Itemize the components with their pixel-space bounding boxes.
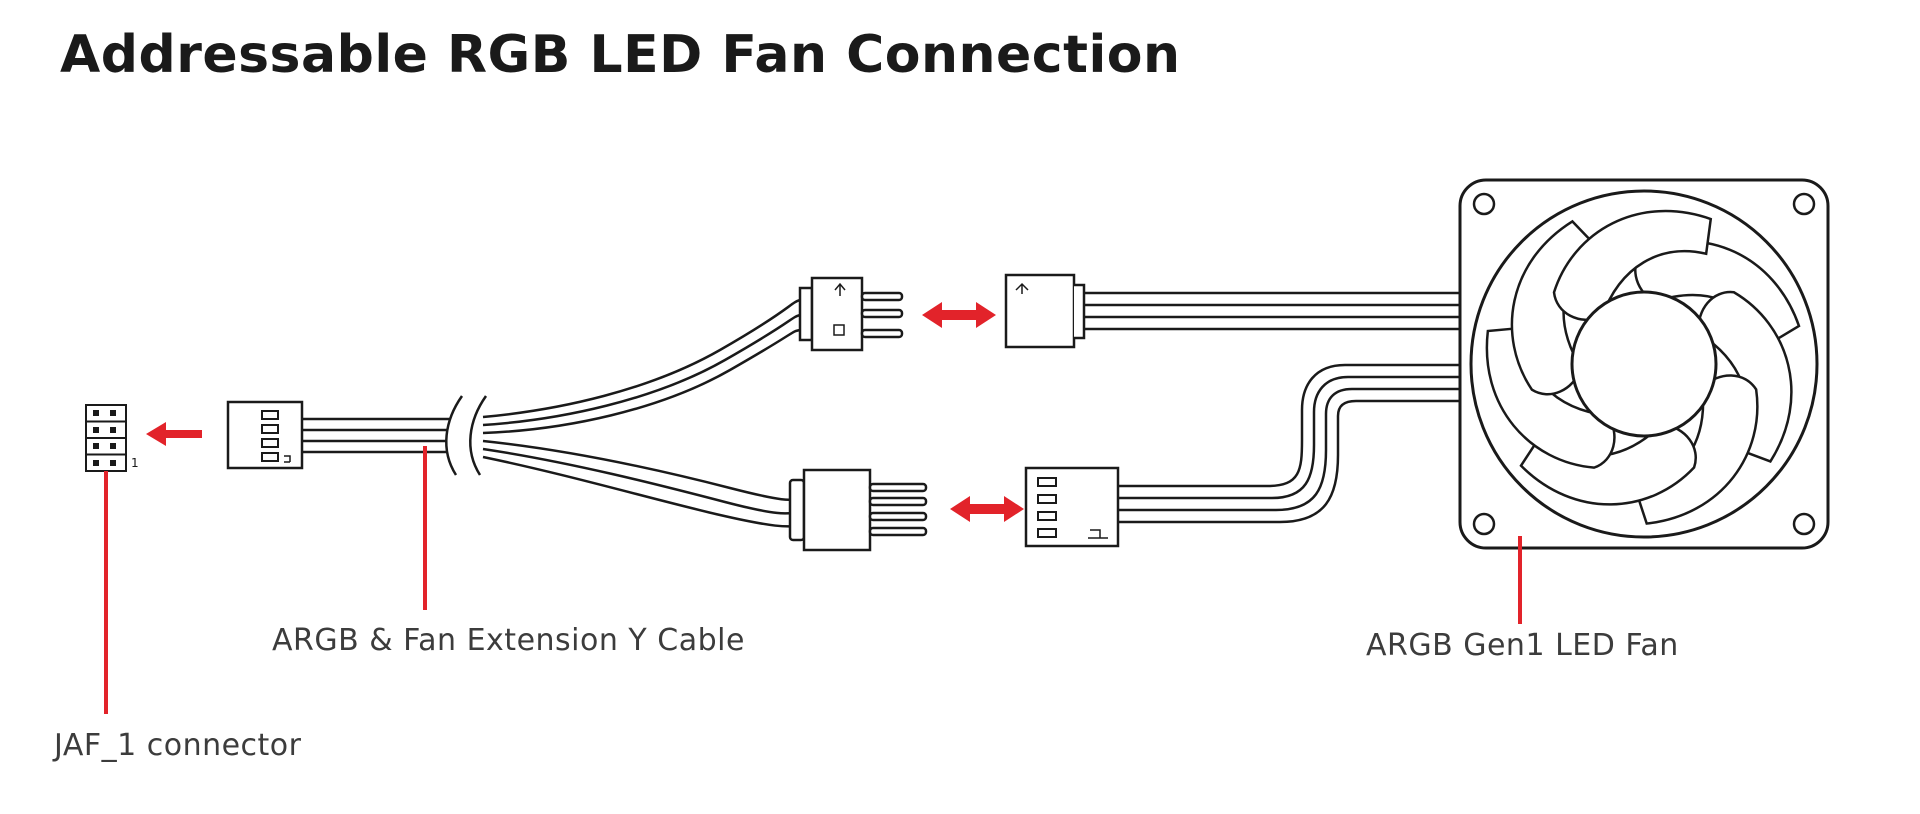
pin-1-marker: 1 bbox=[131, 456, 139, 470]
y-cable-fan-4pin-male bbox=[788, 468, 928, 552]
label-fan: ARGB Gen1 LED Fan bbox=[1366, 628, 1679, 663]
fan-argb-cable bbox=[1084, 291, 1460, 331]
connect-arrow-argb-icon bbox=[922, 302, 996, 328]
callout-lines bbox=[104, 446, 1522, 714]
label-y-cable: ARGB & Fan Extension Y Cable bbox=[272, 623, 745, 658]
y-cable-trunk bbox=[302, 417, 455, 454]
label-jaf-connector: JAF_1 connector bbox=[54, 728, 302, 763]
fan-power-cable bbox=[1118, 363, 1462, 524]
argb-fan-icon bbox=[1449, 164, 1838, 550]
y-cable-split bbox=[482, 298, 801, 528]
connect-arrow-fan-icon bbox=[950, 496, 1024, 522]
insert-arrow-icon bbox=[146, 422, 202, 446]
y-cable-argb-3pin-male bbox=[798, 276, 904, 352]
jaf-1-header bbox=[85, 404, 127, 472]
fan-4pin-female-plug bbox=[1024, 466, 1120, 548]
page-title: Addressable RGB LED Fan Connection bbox=[60, 25, 1181, 85]
y-cable-argb-female-plug bbox=[226, 400, 304, 470]
cable-break-mark bbox=[445, 395, 488, 476]
fan-argb-3pin-female-plug bbox=[1004, 273, 1086, 349]
